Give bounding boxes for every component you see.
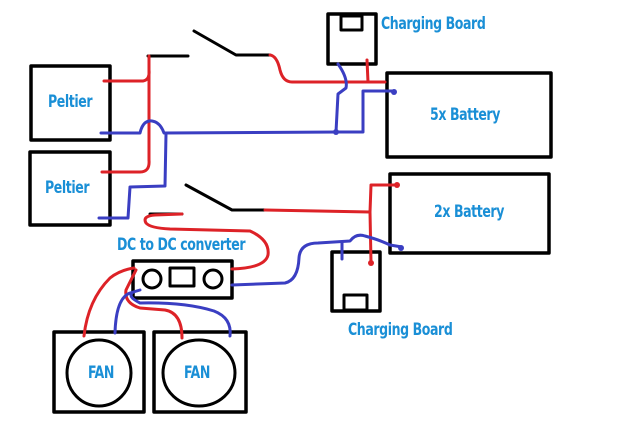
fan-2-box	[152, 330, 248, 414]
peltier-2-label: Peltier	[45, 178, 90, 198]
charging-board-bottom-label: Charging Board	[348, 320, 453, 340]
fan-1-circle	[65, 338, 133, 408]
wire-blue-peltier-2-negative	[97, 132, 168, 220]
fan-2-label: FAN	[184, 363, 210, 383]
dc-converter-box	[131, 259, 234, 300]
dc-converter-label: DC to DC converter	[117, 235, 246, 255]
charging-board-top-port	[339, 14, 364, 32]
junction-blue-5x	[333, 129, 339, 135]
switch-upper	[146, 29, 272, 58]
terminal-blue-2x	[398, 245, 404, 251]
battery-5x-box	[385, 71, 553, 159]
wire-blue-converter-to-2x-battery	[230, 233, 404, 287]
wire-red-switch-to-5x-battery	[268, 53, 387, 84]
fan-2-circle	[161, 338, 237, 408]
wire-blue-peltier-1-negative	[99, 119, 362, 135]
peltier-1-label: Peltier	[48, 92, 93, 112]
wire-blue-charger-top	[334, 62, 348, 134]
battery-5x-label: 5x Battery	[430, 105, 500, 125]
peltier-1-box	[29, 64, 112, 142]
wire-blue-fan-2	[129, 291, 232, 338]
wire-red-fan-1	[82, 266, 136, 338]
terminal-red-2x	[394, 182, 400, 188]
switch-lower	[148, 183, 267, 216]
terminal-red-charger-bottom	[368, 260, 374, 266]
wire-red-switch-to-2x-battery	[263, 183, 399, 214]
battery-2x-label: 2x Battery	[434, 202, 504, 222]
wire-red-converter-input	[143, 212, 270, 271]
fan-1-label: FAN	[88, 363, 114, 383]
fan-1-box	[52, 330, 146, 414]
dc-converter-chip	[168, 266, 196, 288]
dc-converter-terminal-right	[202, 268, 224, 290]
wire-red-charger-top	[365, 58, 370, 84]
peltier-2-box	[28, 150, 112, 227]
terminal-blue-5x	[391, 89, 397, 95]
charging-board-top-box	[326, 12, 378, 66]
wire-blue-fan-1	[113, 288, 142, 335]
dc-converter-terminal-left	[141, 268, 163, 290]
charging-board-top-label: Charging Board	[381, 14, 486, 34]
wire-blue-to-5x-battery	[334, 89, 397, 134]
battery-2x-box	[388, 172, 551, 255]
charging-board-bottom-port	[342, 293, 369, 312]
wire-red-peltiers-to-switch	[100, 54, 151, 174]
